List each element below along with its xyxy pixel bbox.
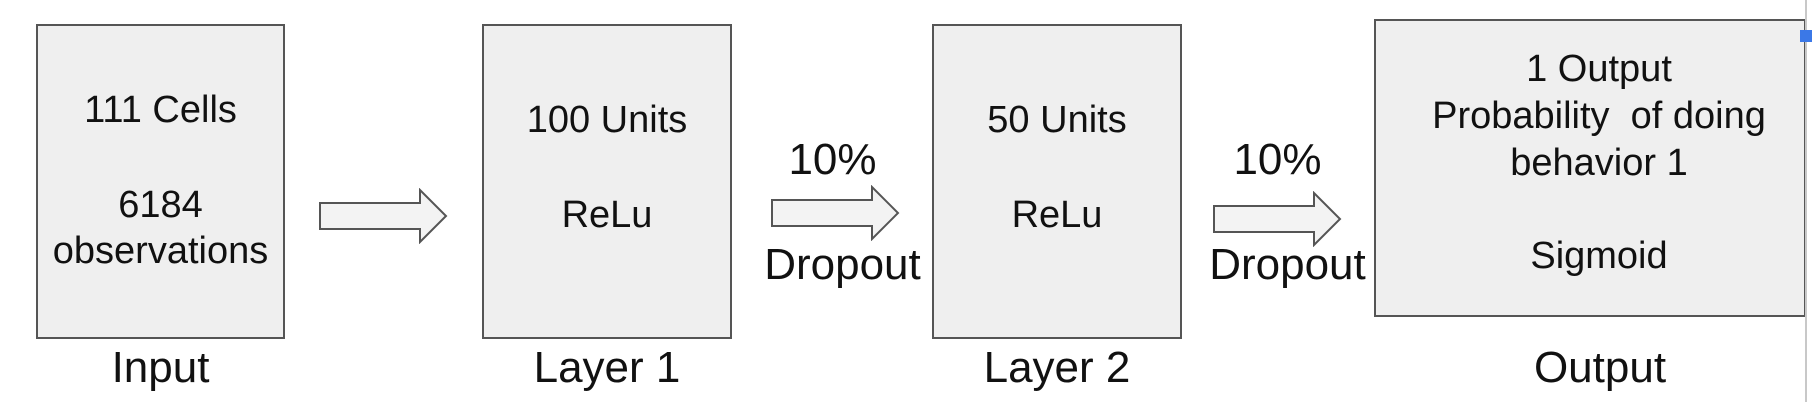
input-block — [36, 24, 285, 339]
dropout1-rate: 10% — [788, 135, 877, 184]
input-caption: Input — [111, 343, 210, 392]
output-count-text: 1 Output — [1526, 48, 1672, 90]
layer2-activation-text: ReLu — [1011, 194, 1103, 236]
layer2-units-text: 50 Units — [987, 99, 1127, 141]
output-probability-text: Probability of doing — [1432, 95, 1766, 137]
layer1-activation-text: ReLu — [561, 194, 653, 236]
canvas-edge-line — [1805, 0, 1807, 402]
output-block — [1374, 19, 1806, 317]
output-caption: Output — [1533, 343, 1667, 392]
output-behavior-text: behavior 1 — [1510, 142, 1688, 184]
layer1-units-text: 100 Units — [526, 99, 688, 141]
dropout2-rate: 10% — [1233, 135, 1322, 184]
arrow-shape — [1213, 191, 1342, 247]
arrow-layer2-to-output — [1212, 191, 1344, 247]
input-cells-text: 111 Cells — [84, 89, 237, 131]
layer2-caption: Layer 2 — [983, 343, 1131, 392]
output-activation-text: Sigmoid — [1530, 235, 1668, 277]
dropout2-label: Dropout — [1209, 240, 1366, 289]
layer1-caption: Layer 1 — [533, 343, 681, 392]
layer1-block — [482, 24, 732, 339]
arrow-layer1-to-layer2 — [770, 185, 902, 241]
arrow-shape — [771, 185, 900, 241]
input-observations-label: observations — [52, 230, 269, 272]
arrow-input-to-layer1 — [318, 188, 450, 244]
arrow-shape — [319, 188, 448, 244]
input-observations-count: 6184 — [118, 184, 203, 226]
layer2-block — [932, 24, 1182, 339]
selection-handle[interactable] — [1800, 30, 1812, 42]
dropout1-label: Dropout — [764, 240, 921, 289]
